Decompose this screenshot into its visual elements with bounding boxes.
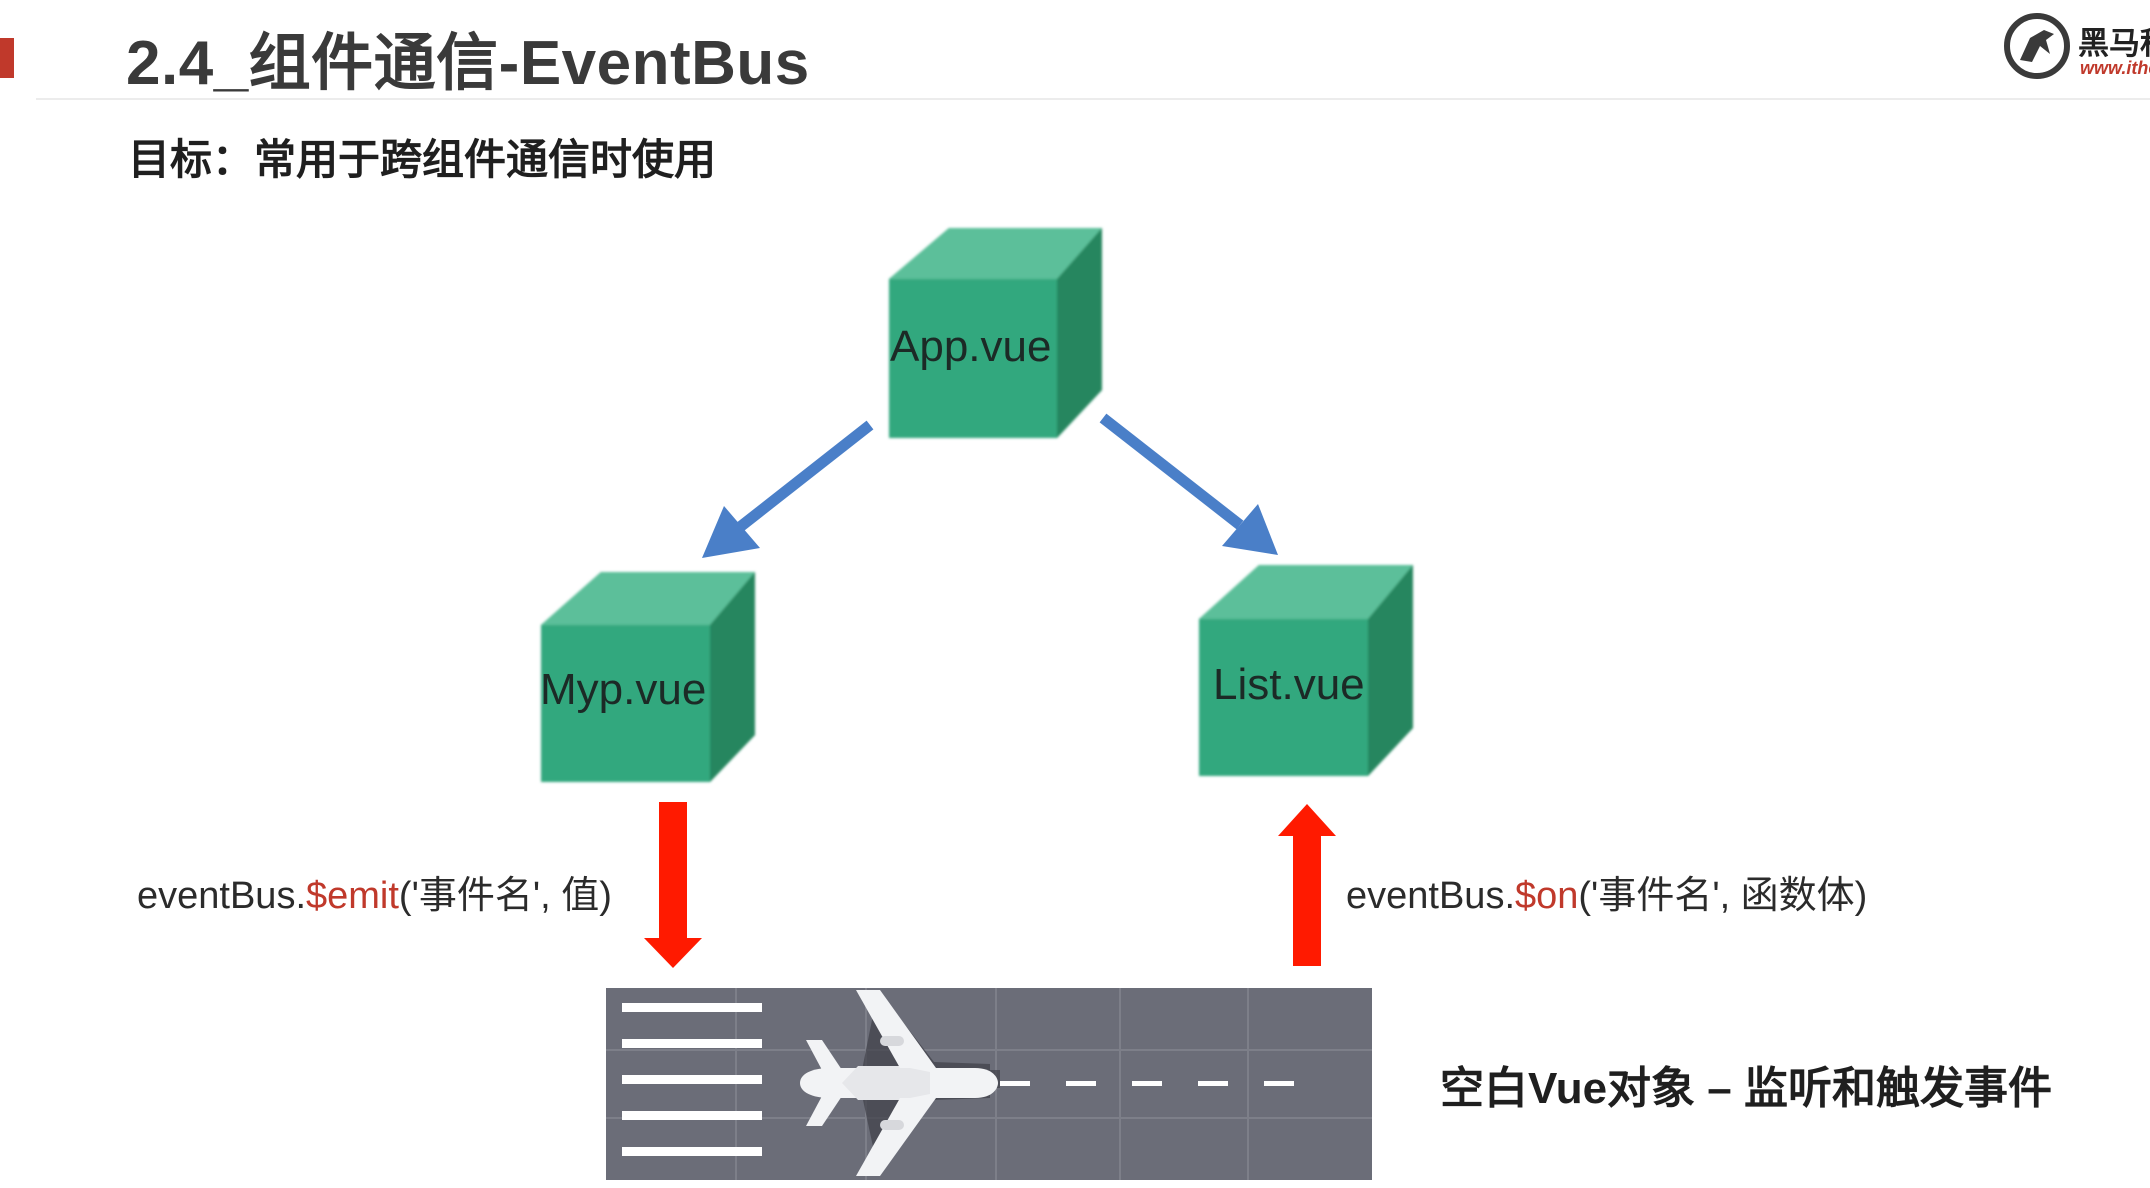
arrow-on-up (1278, 804, 1336, 966)
on-code-prefix: eventBus. (1346, 875, 1515, 917)
on-method: $on (1515, 875, 1579, 917)
event-bus-caption: 空白Vue对象 – 监听和触发事件 (1440, 1064, 2052, 1113)
on-code-snippet: eventBus.$on('事件名', 函数体) (1346, 864, 1867, 919)
cube-list (1199, 565, 1413, 776)
emit-code-snippet: eventBus.$emit('事件名', 值) (137, 864, 612, 919)
arrow-emit-down (644, 802, 702, 968)
node-label-list: List.vue (1213, 660, 1365, 709)
accent-bar (0, 38, 14, 78)
logo-text: 黑马程 (2078, 26, 2150, 61)
node-label-myp: Myp.vue (540, 665, 707, 714)
on-code-args: ('事件名', 函数体) (1578, 875, 1868, 917)
slide-title: 2.4_组件通信-EventBus (126, 29, 810, 98)
node-label-app: App.vue (890, 322, 1052, 371)
arrow-app-to-list (1099, 413, 1278, 555)
airplane-icon (800, 990, 1000, 1176)
runway-dashes (1000, 1081, 1294, 1086)
runway-stripes (622, 1003, 762, 1156)
brand-logo: 黑马程 www.ithe (2000, 10, 2150, 80)
emit-code-prefix: eventBus. (137, 875, 306, 917)
arrow-app-to-myp (702, 420, 874, 558)
cube-myp (541, 572, 755, 782)
cube-app (889, 228, 1102, 438)
goal-subtitle: 目标：常用于跨组件通信时使用 (128, 136, 717, 183)
emit-code-args: ('事件名', 值) (398, 875, 612, 917)
emit-method: $emit (306, 875, 399, 917)
title-divider (36, 98, 2150, 100)
horse-logo-icon (2004, 13, 2070, 79)
logo-url: www.ithe (2080, 58, 2150, 78)
